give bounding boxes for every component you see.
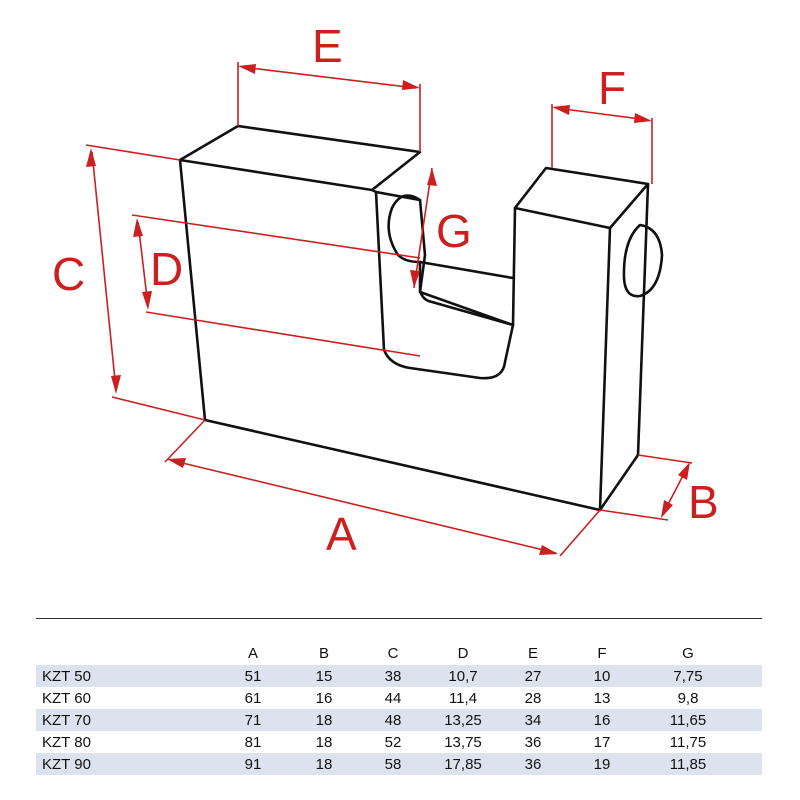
table-cell: 11,75 bbox=[669, 733, 707, 751]
table-cell: 48 bbox=[384, 711, 402, 729]
table-cell-model: KZT 80 bbox=[42, 733, 91, 751]
table-header-cell: E bbox=[527, 645, 538, 662]
table-cell: 52 bbox=[384, 733, 402, 751]
table-header-cell: C bbox=[387, 645, 399, 662]
table-row: KZT 80 81 18 52 13,75 36 17 11,75 bbox=[36, 731, 762, 753]
table-cell: 44 bbox=[384, 689, 402, 707]
table-cell: 15 bbox=[315, 667, 333, 685]
lock-front-outline bbox=[178, 158, 612, 512]
table-cell: 18 bbox=[315, 733, 333, 751]
table-cell: 28 bbox=[524, 689, 542, 707]
dim-label-g: G bbox=[436, 205, 472, 257]
table-cell: 91 bbox=[244, 755, 262, 773]
table-cell-model: KZT 70 bbox=[42, 711, 91, 729]
table-cell: 61 bbox=[244, 689, 262, 707]
table-cell: 16 bbox=[315, 689, 333, 707]
table-cell: 13 bbox=[593, 689, 611, 707]
table-header-row: A B C D E F G bbox=[36, 619, 762, 665]
table-cell: 11,65 bbox=[669, 711, 707, 729]
lock-shackle-inner bbox=[418, 260, 515, 327]
lock-shackle bbox=[387, 194, 515, 280]
table-cell: 11,4 bbox=[448, 689, 478, 707]
table-header-cell: G bbox=[682, 645, 694, 662]
dim-label-b: B bbox=[688, 476, 719, 528]
table-cell: 17 bbox=[593, 733, 611, 751]
table-cell: 10,7 bbox=[448, 667, 478, 685]
table-cell: 36 bbox=[524, 755, 542, 773]
lock-cylinder bbox=[622, 223, 664, 298]
dim-label-c: C bbox=[52, 248, 85, 300]
table-header-cell: D bbox=[457, 645, 469, 662]
table-row: KZT 90 91 18 58 17,85 36 19 11,85 bbox=[36, 753, 762, 775]
dim-label-f: F bbox=[598, 62, 626, 114]
table-cell-model: KZT 50 bbox=[42, 667, 91, 685]
dimensions-table: A B C D E F G KZT 50 51 15 38 10,7 27 10… bbox=[36, 618, 762, 775]
table-row: KZT 70 71 18 48 13,25 34 16 11,65 bbox=[36, 709, 762, 731]
table-row: KZT 60 61 16 44 11,4 28 13 9,8 bbox=[36, 687, 762, 709]
table-cell: 18 bbox=[315, 711, 333, 729]
dim-label-a: A bbox=[326, 508, 357, 560]
table-header-cell: B bbox=[318, 645, 329, 662]
table-cell: 58 bbox=[384, 755, 402, 773]
dimension-lines bbox=[85, 62, 693, 557]
table-cell: 11,85 bbox=[669, 755, 707, 773]
table-cell: 13,25 bbox=[444, 711, 482, 729]
table-cell: 13,75 bbox=[444, 733, 482, 751]
lock-left-top bbox=[178, 124, 422, 192]
lock-right-side bbox=[598, 182, 650, 512]
dim-label-e: E bbox=[312, 20, 343, 72]
table-cell: 36 bbox=[524, 733, 542, 751]
table-cell: 17,85 bbox=[444, 755, 482, 773]
table-cell: 18 bbox=[315, 755, 333, 773]
table-header-cell: F bbox=[597, 645, 607, 662]
table-cell: 38 bbox=[384, 667, 402, 685]
table-cell-model: KZT 90 bbox=[42, 755, 91, 773]
table-cell: 16 bbox=[593, 711, 611, 729]
table-cell: 19 bbox=[593, 755, 611, 773]
table-header-cell: A bbox=[247, 645, 258, 662]
table-cell: 81 bbox=[244, 733, 262, 751]
table-row: KZT 50 51 15 38 10,7 27 10 7,75 bbox=[36, 665, 762, 687]
dim-label-d: D bbox=[150, 243, 183, 295]
lock-right-top bbox=[513, 166, 650, 230]
table-cell: 51 bbox=[244, 667, 262, 685]
table-cell: 10 bbox=[593, 667, 611, 685]
table-cell: 9,8 bbox=[677, 689, 699, 707]
table-cell: 7,75 bbox=[673, 667, 703, 685]
table-cell: 71 bbox=[244, 711, 262, 729]
table-cell: 27 bbox=[524, 667, 542, 685]
lock-channel bbox=[374, 190, 515, 380]
table-cell: 34 bbox=[524, 711, 542, 729]
table-cell-model: KZT 60 bbox=[42, 689, 91, 707]
padlock-body bbox=[178, 124, 664, 512]
padlock-dimension-diagram: E F C D G A B bbox=[52, 20, 719, 560]
